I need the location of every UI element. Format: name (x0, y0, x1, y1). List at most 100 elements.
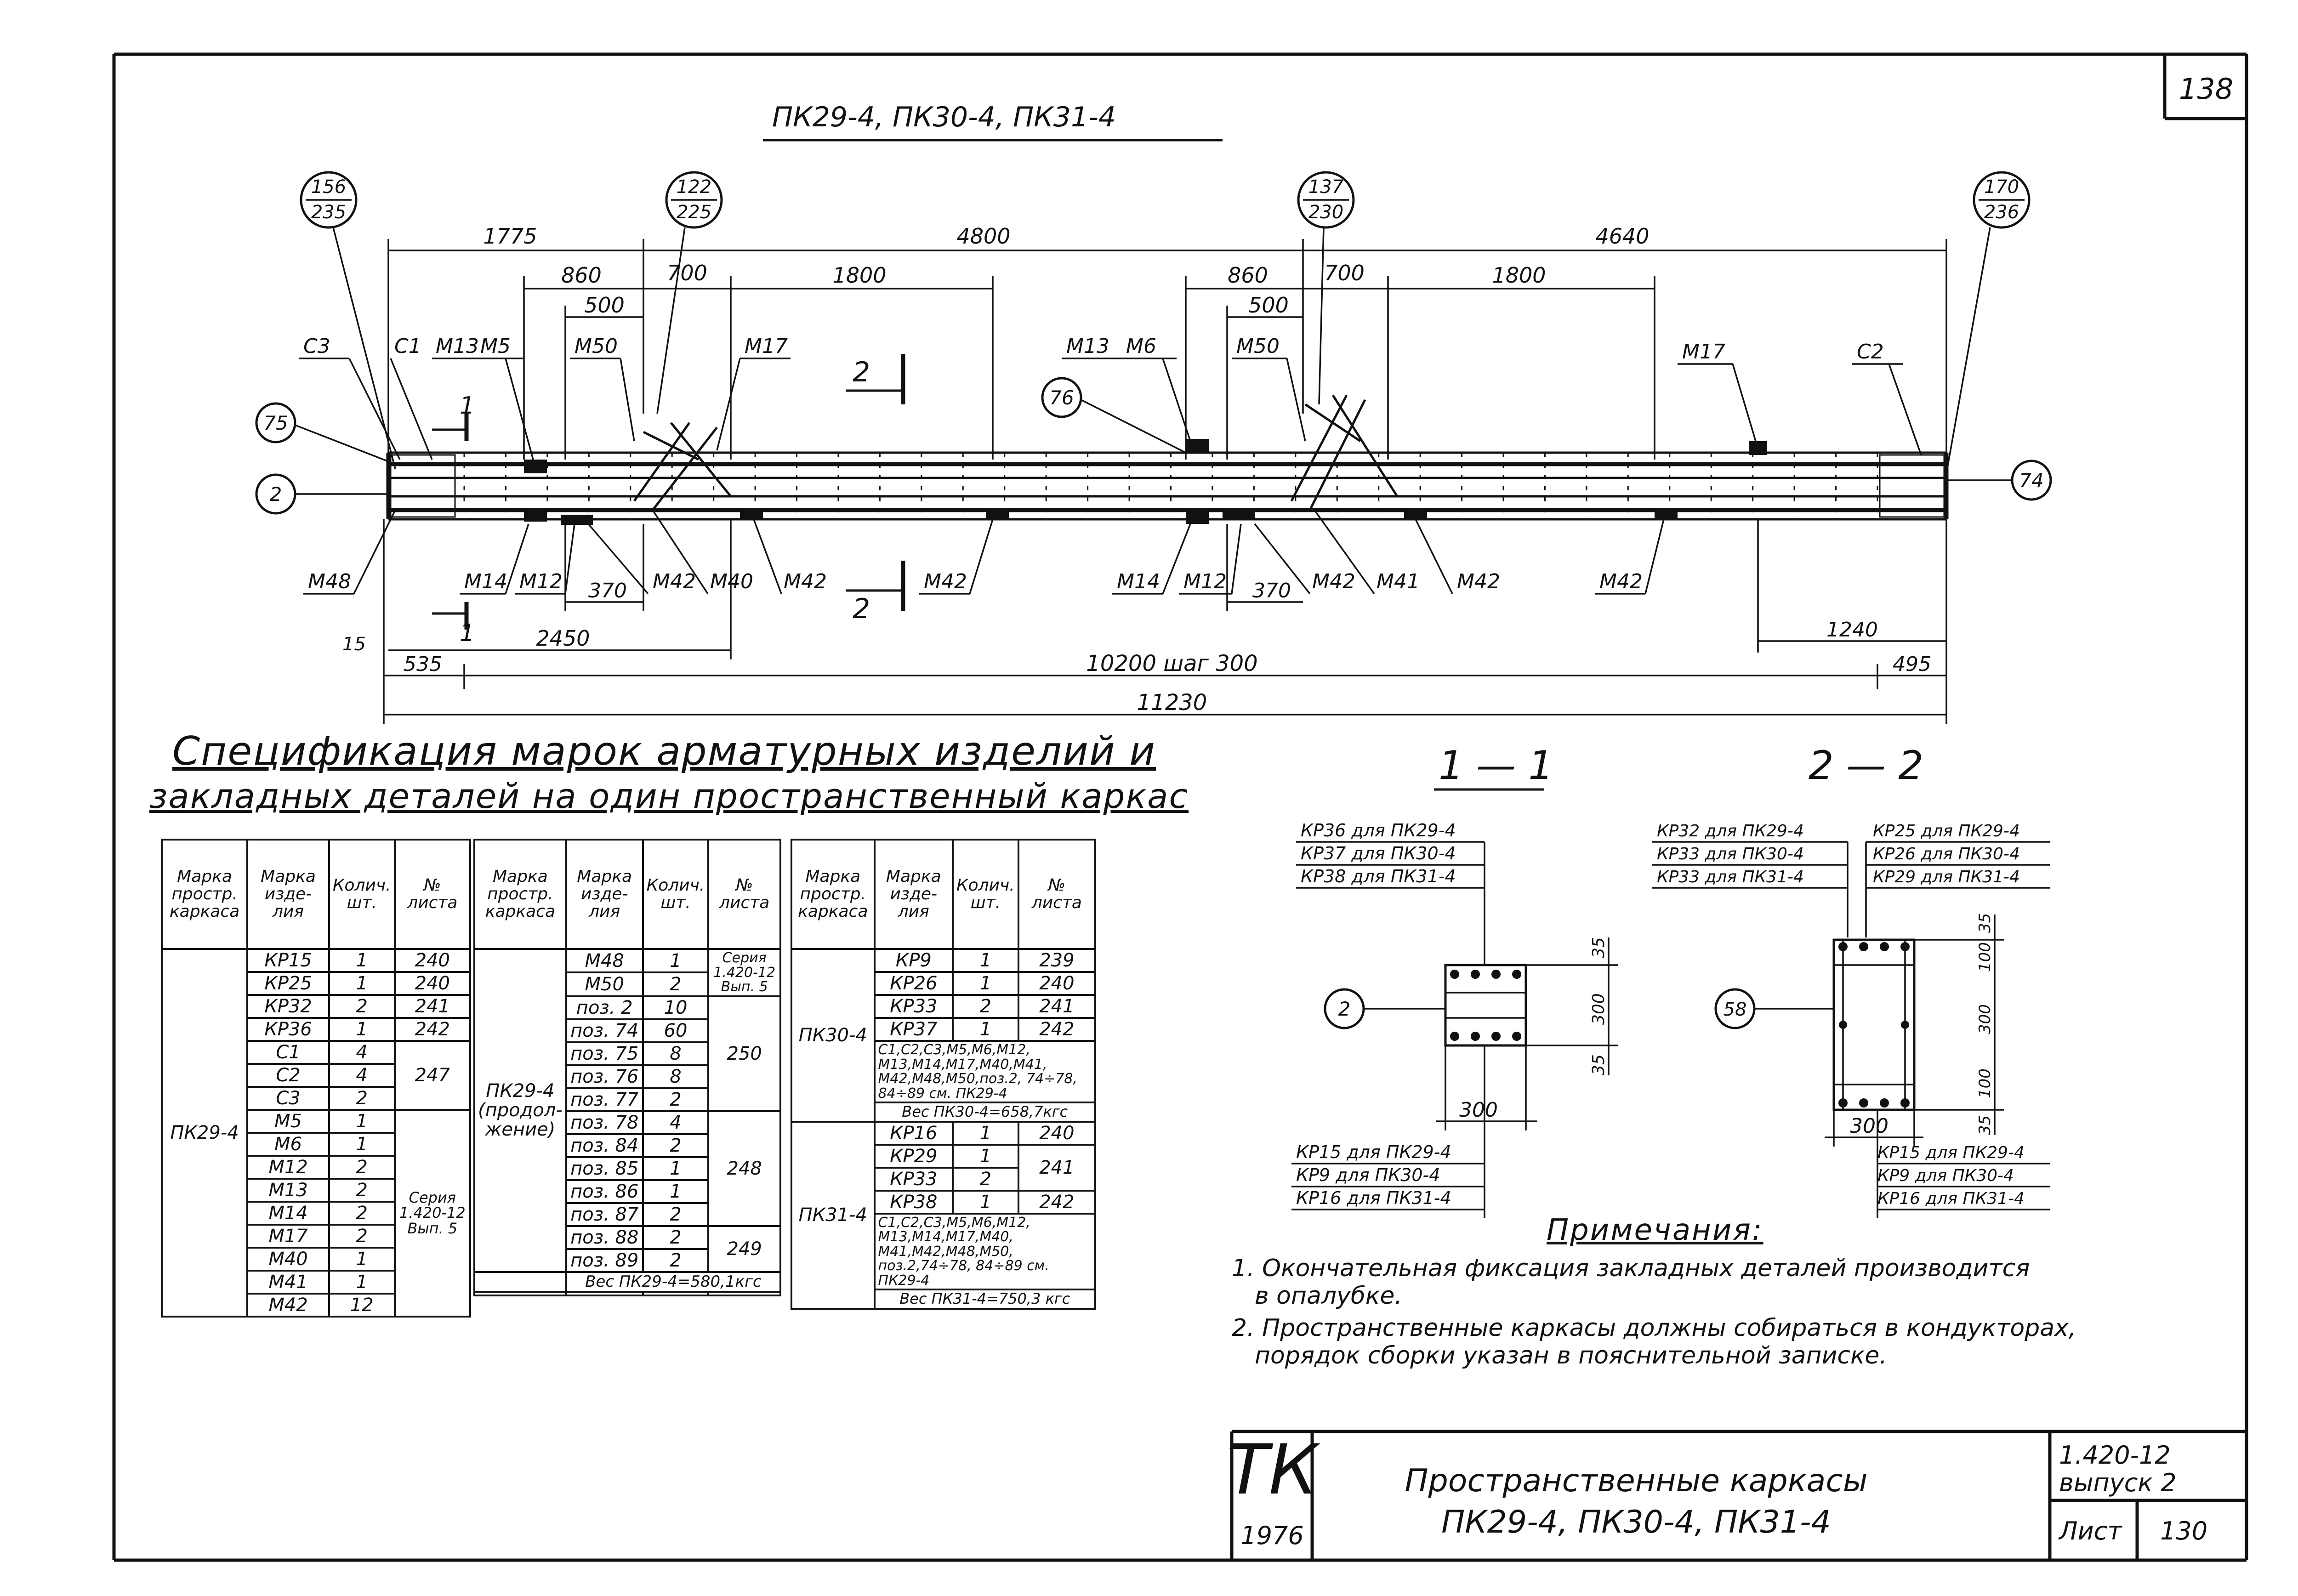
svg-text:М50: М50 (574, 335, 618, 358)
svg-text:300: 300 (1976, 1004, 1994, 1034)
svg-text:58: 58 (1724, 999, 1747, 1020)
section-1-1: 1 — 1 КР36 для ПК29-4 КР37 для ПК30-4 КР… (1291, 743, 1618, 1218)
note-2: 2. Пространственные каркасы должны собир… (1232, 1314, 2076, 1342)
section-2-2: 2 — 2 КР32 для ПК29-4 КР33 для ПК30-4 КР… (1652, 743, 2050, 1218)
svg-text:М12: М12 (519, 570, 563, 593)
svg-text:М42: М42 (1312, 570, 1355, 593)
spec-table-3: Марка простр. каркаса Марка изде- лия Ко… (791, 839, 1097, 1310)
title-block: ТК 1976 Пространственные каркасы ПК29-4,… (1227, 1430, 2247, 1560)
svg-text:1 — 1: 1 — 1 (1439, 743, 1553, 789)
svg-text:4640: 4640 (1595, 224, 1649, 249)
svg-text:М41: М41 (1377, 570, 1420, 593)
svg-text:495: 495 (1893, 653, 1931, 676)
svg-text:М50: М50 (1236, 335, 1280, 358)
svg-text:М40: М40 (710, 570, 753, 593)
stamp-series: 1.420-12 (2059, 1441, 2171, 1470)
spec-heading-1: Спецификация марок арматурных изделий и (172, 728, 1156, 774)
callout-156-235: 156 235 (300, 171, 358, 229)
svg-text:122: 122 (677, 176, 711, 198)
stirrup-marks (463, 453, 1878, 519)
table-row: Вес ПК29-4=580,1кгс (473, 1271, 782, 1293)
svg-text:М14: М14 (1117, 570, 1160, 593)
svg-text:170: 170 (1984, 176, 2019, 198)
svg-text:М42: М42 (653, 570, 696, 593)
svg-text:1240: 1240 (1826, 618, 1878, 642)
callout-170-236: 170 236 (1973, 171, 2031, 229)
svg-text:236: 236 (1984, 202, 2019, 223)
spec-table-2: Марка простр. каркаса Марка изде- лия Ко… (473, 839, 782, 1297)
svg-text:137: 137 (1308, 176, 1344, 198)
svg-text:225: 225 (677, 202, 711, 223)
stamp-sheet-label: Лист (2058, 1516, 2122, 1545)
svg-text:М12: М12 (1183, 570, 1227, 593)
table-row: Вес ПК31-4=750,3 кгс (791, 1289, 1097, 1310)
svg-text:М13: М13 (1066, 335, 1109, 358)
spec-heading-2: закладных деталей на один пространственн… (149, 777, 1189, 816)
page-number: 138 (2179, 72, 2233, 106)
ref-75: 75 (255, 402, 396, 465)
svg-text:М42: М42 (784, 570, 827, 593)
svg-text:КР15 для ПК29-4: КР15 для ПК29-4 (1296, 1142, 1451, 1162)
svg-text:М42: М42 (1599, 570, 1643, 593)
spec-table-1: Марка простр. каркаса Марка изде- лия Ко… (160, 839, 472, 1318)
svg-text:35: 35 (1589, 1054, 1608, 1075)
svg-text:М48: М48 (308, 570, 351, 593)
svg-text:1800: 1800 (1492, 263, 1546, 288)
svg-text:535: 535 (404, 653, 442, 676)
top-dimensions: 1775 4800 4640 860 700 1800 500 860 700 … (387, 224, 1947, 483)
svg-text:35: 35 (1589, 937, 1608, 958)
svg-text:КР33 для ПК31-4: КР33 для ПК31-4 (1657, 868, 1804, 886)
svg-text:100: 100 (1976, 942, 1994, 972)
svg-text:300: 300 (1459, 1098, 1498, 1122)
svg-text:М13: М13 (436, 335, 479, 358)
svg-text:156: 156 (311, 176, 346, 198)
svg-text:1: 1 (460, 619, 475, 647)
svg-text:КР9 для ПК30-4: КР9 для ПК30-4 (1296, 1165, 1440, 1185)
svg-text:М42: М42 (924, 570, 967, 593)
svg-text:2 — 2: 2 — 2 (1809, 743, 1923, 789)
svg-text:КР9 для ПК30-4: КР9 для ПК30-4 (1877, 1166, 2014, 1185)
table-row: Вес ПК30-4=658,7кгс (791, 1102, 1097, 1123)
svg-text:М17: М17 (745, 335, 788, 358)
svg-text:75: 75 (263, 412, 288, 434)
svg-text:4800: 4800 (956, 224, 1010, 249)
frame-elevation (386, 394, 1949, 525)
svg-text:М17: М17 (1682, 340, 1725, 364)
svg-text:76: 76 (1049, 386, 1074, 409)
svg-text:КР32 для ПК29-4: КР32 для ПК29-4 (1657, 822, 1804, 841)
svg-text:860: 860 (1228, 263, 1268, 288)
table-row: С1,С2,С3,М5,М6,М12, М13,М14,М17,М40,М41,… (791, 1040, 1097, 1103)
ref-2: 2 (255, 473, 391, 515)
bottom-dimensions: 370 370 2450 15 535 10200 шаг 300 495 12… (342, 519, 1947, 724)
table-row: С1,С2,С3,М5,М6,М12, М13,М14,М17,М40, М41… (791, 1212, 1097, 1291)
svg-text:700: 700 (1324, 261, 1365, 285)
svg-text:2: 2 (853, 593, 870, 625)
stamp-title-1: Пространственные каркасы (1405, 1463, 1868, 1499)
ref-76: 76 (1041, 377, 1186, 454)
section-marks: 1 1 2 2 (432, 354, 905, 647)
svg-text:35: 35 (1976, 1115, 1994, 1135)
stamp-title-2: ПК29-4, ПК30-4, ПК31-4 (1441, 1504, 1831, 1540)
